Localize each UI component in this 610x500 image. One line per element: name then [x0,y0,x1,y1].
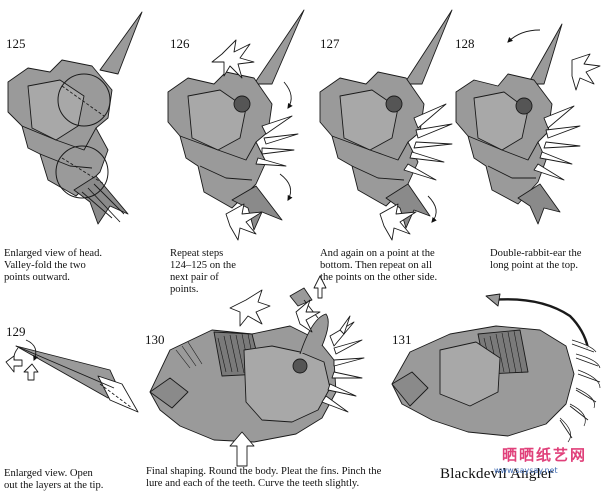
caption-line: points. [170,284,199,295]
caption-line: out the layers at the tip. [4,480,104,491]
step-125-figure [7,11,143,225]
step-129-figure [5,339,139,413]
caption-line: the points on the other side. [320,272,438,283]
step-130-caption: Final shaping. Round the body. Pleat the… [146,466,381,490]
caption-line: bottom. Then repeat on all [320,260,432,271]
caption-line: Valley-fold the two [4,260,86,271]
step-130-figure [149,275,365,467]
step-127-caption: And again on a point at the bottom. Then… [320,248,437,284]
model-title: Blackdevil Angler [440,466,553,482]
step-number: 131 [392,332,412,347]
caption-line: Enlarged view. Open [4,468,93,479]
caption-line: next pair of [170,272,219,283]
caption-line: And again on a point at the [320,248,435,259]
watermark-logo: 晒晒纸艺网 [502,446,588,464]
caption-line: Repeat steps [170,248,224,259]
step-number: 126 [170,36,190,51]
step-128-caption: Double-rabbit-ear the long point at the … [490,248,581,272]
step-number: 127 [320,36,340,51]
caption-line: 124–125 on the [170,260,236,271]
step-number: 128 [455,36,475,51]
step-131-figure [391,293,601,443]
step-127-figure [319,9,453,241]
caption-line: Enlarged view of head. [4,248,103,259]
step-125-caption: Enlarged view of head. Valley-fold the t… [4,248,102,284]
caption-line: long point at the top. [490,260,578,271]
step-126-figure [167,9,305,241]
caption-line: Final shaping. Round the body. Pleat the… [146,466,382,477]
caption-line: points outward. [4,272,70,283]
caption-line: lure and each of the teeth. Curve the te… [146,478,360,489]
step-128-figure [455,23,601,225]
step-number: 130 [145,332,165,347]
step-126-caption: Repeat steps 124–125 on the next pair of… [170,248,236,296]
step-number: 129 [6,324,26,339]
watermark-url: www.saysay.net [494,466,558,475]
step-129-caption: Enlarged view. Open out the layers at th… [4,468,103,492]
caption-line: Double-rabbit-ear the [490,248,582,259]
step-number: 125 [6,36,26,51]
